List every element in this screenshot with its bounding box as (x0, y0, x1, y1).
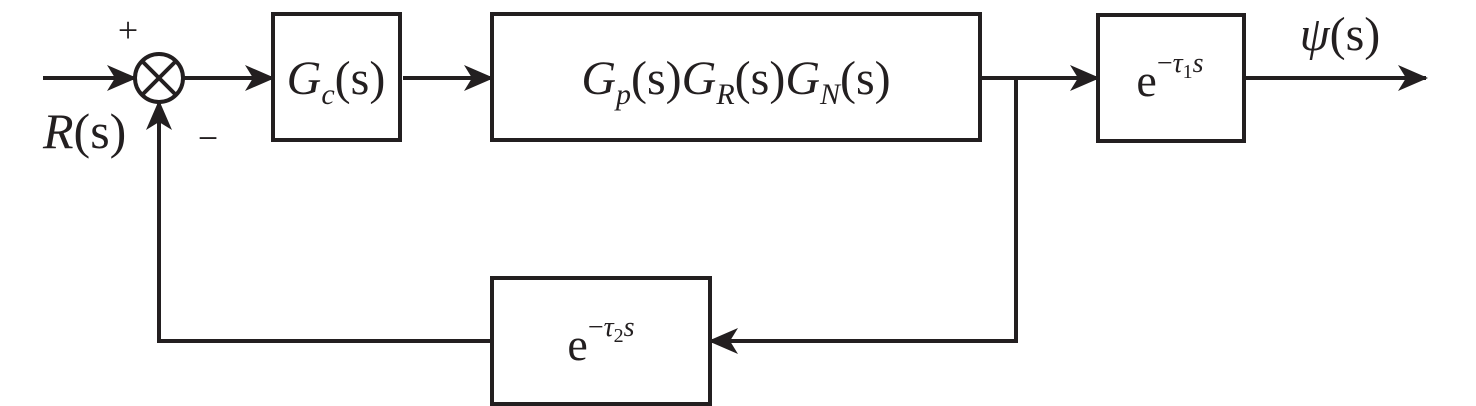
summing-junction (133, 52, 185, 104)
output-label: ψ(s) (1300, 8, 1380, 61)
plus-sign: + (118, 10, 138, 50)
plant-label: Gp(s)GR(s)GN(s) (581, 52, 890, 111)
controller-block (271, 12, 402, 142)
forward-delay-label: e−τ1s (1136, 48, 1203, 106)
minus-sign: − (198, 118, 218, 158)
input-label: R(s) (42, 103, 126, 159)
feedback-delay-label: e−τ2s (567, 312, 634, 370)
feedback-branch (708, 78, 1018, 354)
feedback-return-arrow (146, 100, 492, 343)
controller-label: Gc(s) (287, 52, 386, 111)
